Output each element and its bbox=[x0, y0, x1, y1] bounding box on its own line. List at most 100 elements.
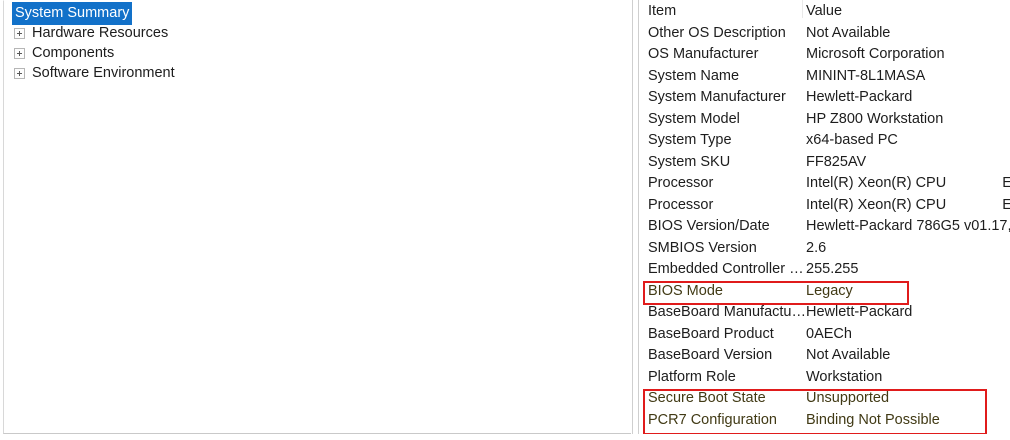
details-value-cell: Not Available bbox=[806, 23, 1010, 45]
details-value-cell: Not Available bbox=[806, 345, 1010, 367]
details-value-text: Value bbox=[806, 3, 843, 19]
details-row[interactable]: Other OS Description Not Available bbox=[640, 23, 1010, 45]
expand-plus-icon[interactable] bbox=[14, 67, 25, 79]
details-item-cell: Processor bbox=[648, 196, 714, 213]
details-row[interactable]: PCR7 Configuration Binding Not Possible bbox=[640, 410, 1010, 432]
details-item-cell: BaseBoard Version bbox=[648, 347, 773, 363]
details-row[interactable]: OS Manufacturer Microsoft Corporation bbox=[640, 44, 1010, 66]
details-value-text: Unsupported bbox=[806, 390, 890, 406]
column-header-value: Value bbox=[806, 1, 1010, 23]
expand-plus-icon[interactable] bbox=[14, 27, 25, 39]
details-value-cell: Microsoft Corporation bbox=[806, 44, 1010, 66]
details-row[interactable]: Processor Intel(R) Xeon(R) CPU E5506 bbox=[640, 195, 1010, 217]
tree-item-label: Software Environment bbox=[32, 65, 175, 81]
details-item-cell: OS Manufacturer bbox=[648, 46, 759, 62]
details-row[interactable]: BIOS Mode Legacy bbox=[640, 281, 1010, 303]
details-value-text: Binding Not Possible bbox=[806, 411, 940, 428]
details-value-text: x64-based PC bbox=[806, 132, 898, 148]
details-value-cell: Workstation bbox=[806, 367, 1010, 389]
details-value-cell: HP Z800 Workstation bbox=[806, 109, 1010, 131]
details-value-text: Microsoft Corporation bbox=[806, 46, 945, 62]
details-item-cell: BaseBoard Product bbox=[648, 325, 774, 342]
details-row[interactable]: System SKU FF825AV bbox=[640, 152, 1010, 174]
details-value-text: 2.6 bbox=[806, 239, 827, 256]
details-row[interactable]: Platform Role Workstation bbox=[640, 367, 1010, 389]
details-item-cell: Embedded Controller V... bbox=[648, 261, 806, 277]
details-value-text: MININT-8L1MASA bbox=[806, 67, 926, 84]
details-item-cell: System Manufacturer bbox=[648, 89, 786, 105]
details-value-text: Intel(R) Xeon(R) CPU bbox=[806, 175, 947, 191]
details-value-cell: 2.6 bbox=[806, 238, 1010, 260]
details-item-cell: System Type bbox=[648, 132, 732, 148]
details-item-cell: System Name bbox=[648, 67, 740, 84]
details-value-text: Not Available bbox=[806, 347, 891, 363]
details-item-cell: System Model bbox=[648, 110, 740, 127]
tree-item-system-summary[interactable]: System Summary bbox=[8, 1, 631, 25]
details-value-cell: Hewlett-Packard 786G5 v01.17, 8/ bbox=[806, 216, 1010, 238]
details-item-cell: Processor bbox=[648, 175, 714, 191]
splitter-line-right bbox=[638, 0, 639, 434]
details-value-cell: 0AECh bbox=[806, 324, 1010, 346]
details-row[interactable]: System Type x64-based PC bbox=[640, 130, 1010, 152]
details-row[interactable]: Secure Boot State Unsupported bbox=[640, 388, 1010, 410]
tree-item-hardware-resources[interactable]: Hardware Resources bbox=[8, 23, 631, 43]
details-value-cell: 255.255 bbox=[806, 259, 1010, 281]
details-value-cell: Unsupported bbox=[806, 388, 1010, 410]
column-header-item: Item bbox=[648, 3, 677, 19]
details-row[interactable]: Processor Intel(R) Xeon(R) CPU E5506 bbox=[640, 173, 1010, 195]
details-row[interactable]: System Manufacturer Hewlett-Packard bbox=[640, 87, 1010, 109]
details-item-cell: Other OS Description bbox=[648, 24, 786, 41]
details-row[interactable]: BaseBoard Version Not Available bbox=[640, 345, 1010, 367]
details-value-extra-text: E5506 bbox=[1002, 175, 1010, 191]
details-item-cell: SMBIOS Version bbox=[648, 239, 757, 256]
details-value-cell: Hewlett-Packard bbox=[806, 87, 1010, 109]
expand-plus-icon[interactable] bbox=[14, 47, 25, 59]
details-value-cell: x64-based PC bbox=[806, 130, 1010, 152]
details-item-cell: System SKU bbox=[648, 153, 731, 170]
details-value-text: Intel(R) Xeon(R) CPU bbox=[806, 196, 947, 213]
details-value-text: 0AECh bbox=[806, 325, 852, 342]
details-item-cell: Secure Boot State bbox=[648, 390, 766, 406]
details-value-text: Legacy bbox=[806, 282, 853, 299]
details-item-cell: Platform Role bbox=[648, 368, 736, 385]
details-value-cell: Intel(R) Xeon(R) CPU E5506 bbox=[806, 195, 1010, 217]
details-row[interactable]: SMBIOS Version 2.6 bbox=[640, 238, 1010, 260]
details-value-text: Hewlett-Packard 786G5 v01.17, 8/ bbox=[806, 218, 1010, 234]
details-item-cell: BaseBoard Manufacturer bbox=[648, 304, 806, 320]
details-value-text: HP Z800 Workstation bbox=[806, 110, 944, 127]
details-value-cell: Binding Not Possible bbox=[806, 410, 1010, 432]
pane-splitter[interactable] bbox=[631, 0, 640, 434]
details-row[interactable]: System Name MININT-8L1MASA bbox=[640, 66, 1010, 88]
details-value-extra-text: E5506 bbox=[1002, 196, 1010, 213]
details-row[interactable]: Embedded Controller V...255.255 bbox=[640, 259, 1010, 281]
details-value-text: Not Available bbox=[806, 24, 891, 41]
tree-item-label: Components bbox=[32, 45, 115, 61]
details-value-cell: MININT-8L1MASA bbox=[806, 66, 1010, 88]
tree-item-label: System Summary bbox=[12, 1, 133, 25]
details-value-text: 255.255 bbox=[806, 261, 859, 277]
tree-item-software-environment[interactable]: Software Environment bbox=[8, 63, 631, 83]
splitter-line-left bbox=[632, 0, 633, 434]
details-item-cell: BIOS Version/Date bbox=[648, 218, 770, 234]
details-value-cell: Legacy bbox=[806, 281, 1010, 303]
details-value-text: FF825AV bbox=[806, 153, 867, 170]
details-row[interactable]: System Model HP Z800 Workstation bbox=[640, 109, 1010, 131]
tree-item-label: Hardware Resources bbox=[32, 25, 169, 41]
column-separator-item bbox=[802, 0, 803, 18]
details-value-cell: Intel(R) Xeon(R) CPU E5506 bbox=[806, 173, 1010, 195]
tree-item-components[interactable]: Components bbox=[8, 43, 631, 63]
details-row[interactable]: BIOS Version/Date Hewlett-Packard 786G5 v… bbox=[640, 216, 1010, 238]
details-item-cell: BIOS Mode bbox=[648, 282, 723, 299]
details-row[interactable]: BaseBoard Product 0AECh bbox=[640, 324, 1010, 346]
details-value-cell: FF825AV bbox=[806, 152, 1010, 174]
details-value-cell: Hewlett-Packard bbox=[806, 302, 1010, 324]
details-item-cell: PCR7 Configuration bbox=[648, 411, 777, 428]
details-value-text: Hewlett-Packard bbox=[806, 89, 913, 105]
details-header-row[interactable]: Item Value bbox=[640, 1, 1010, 23]
